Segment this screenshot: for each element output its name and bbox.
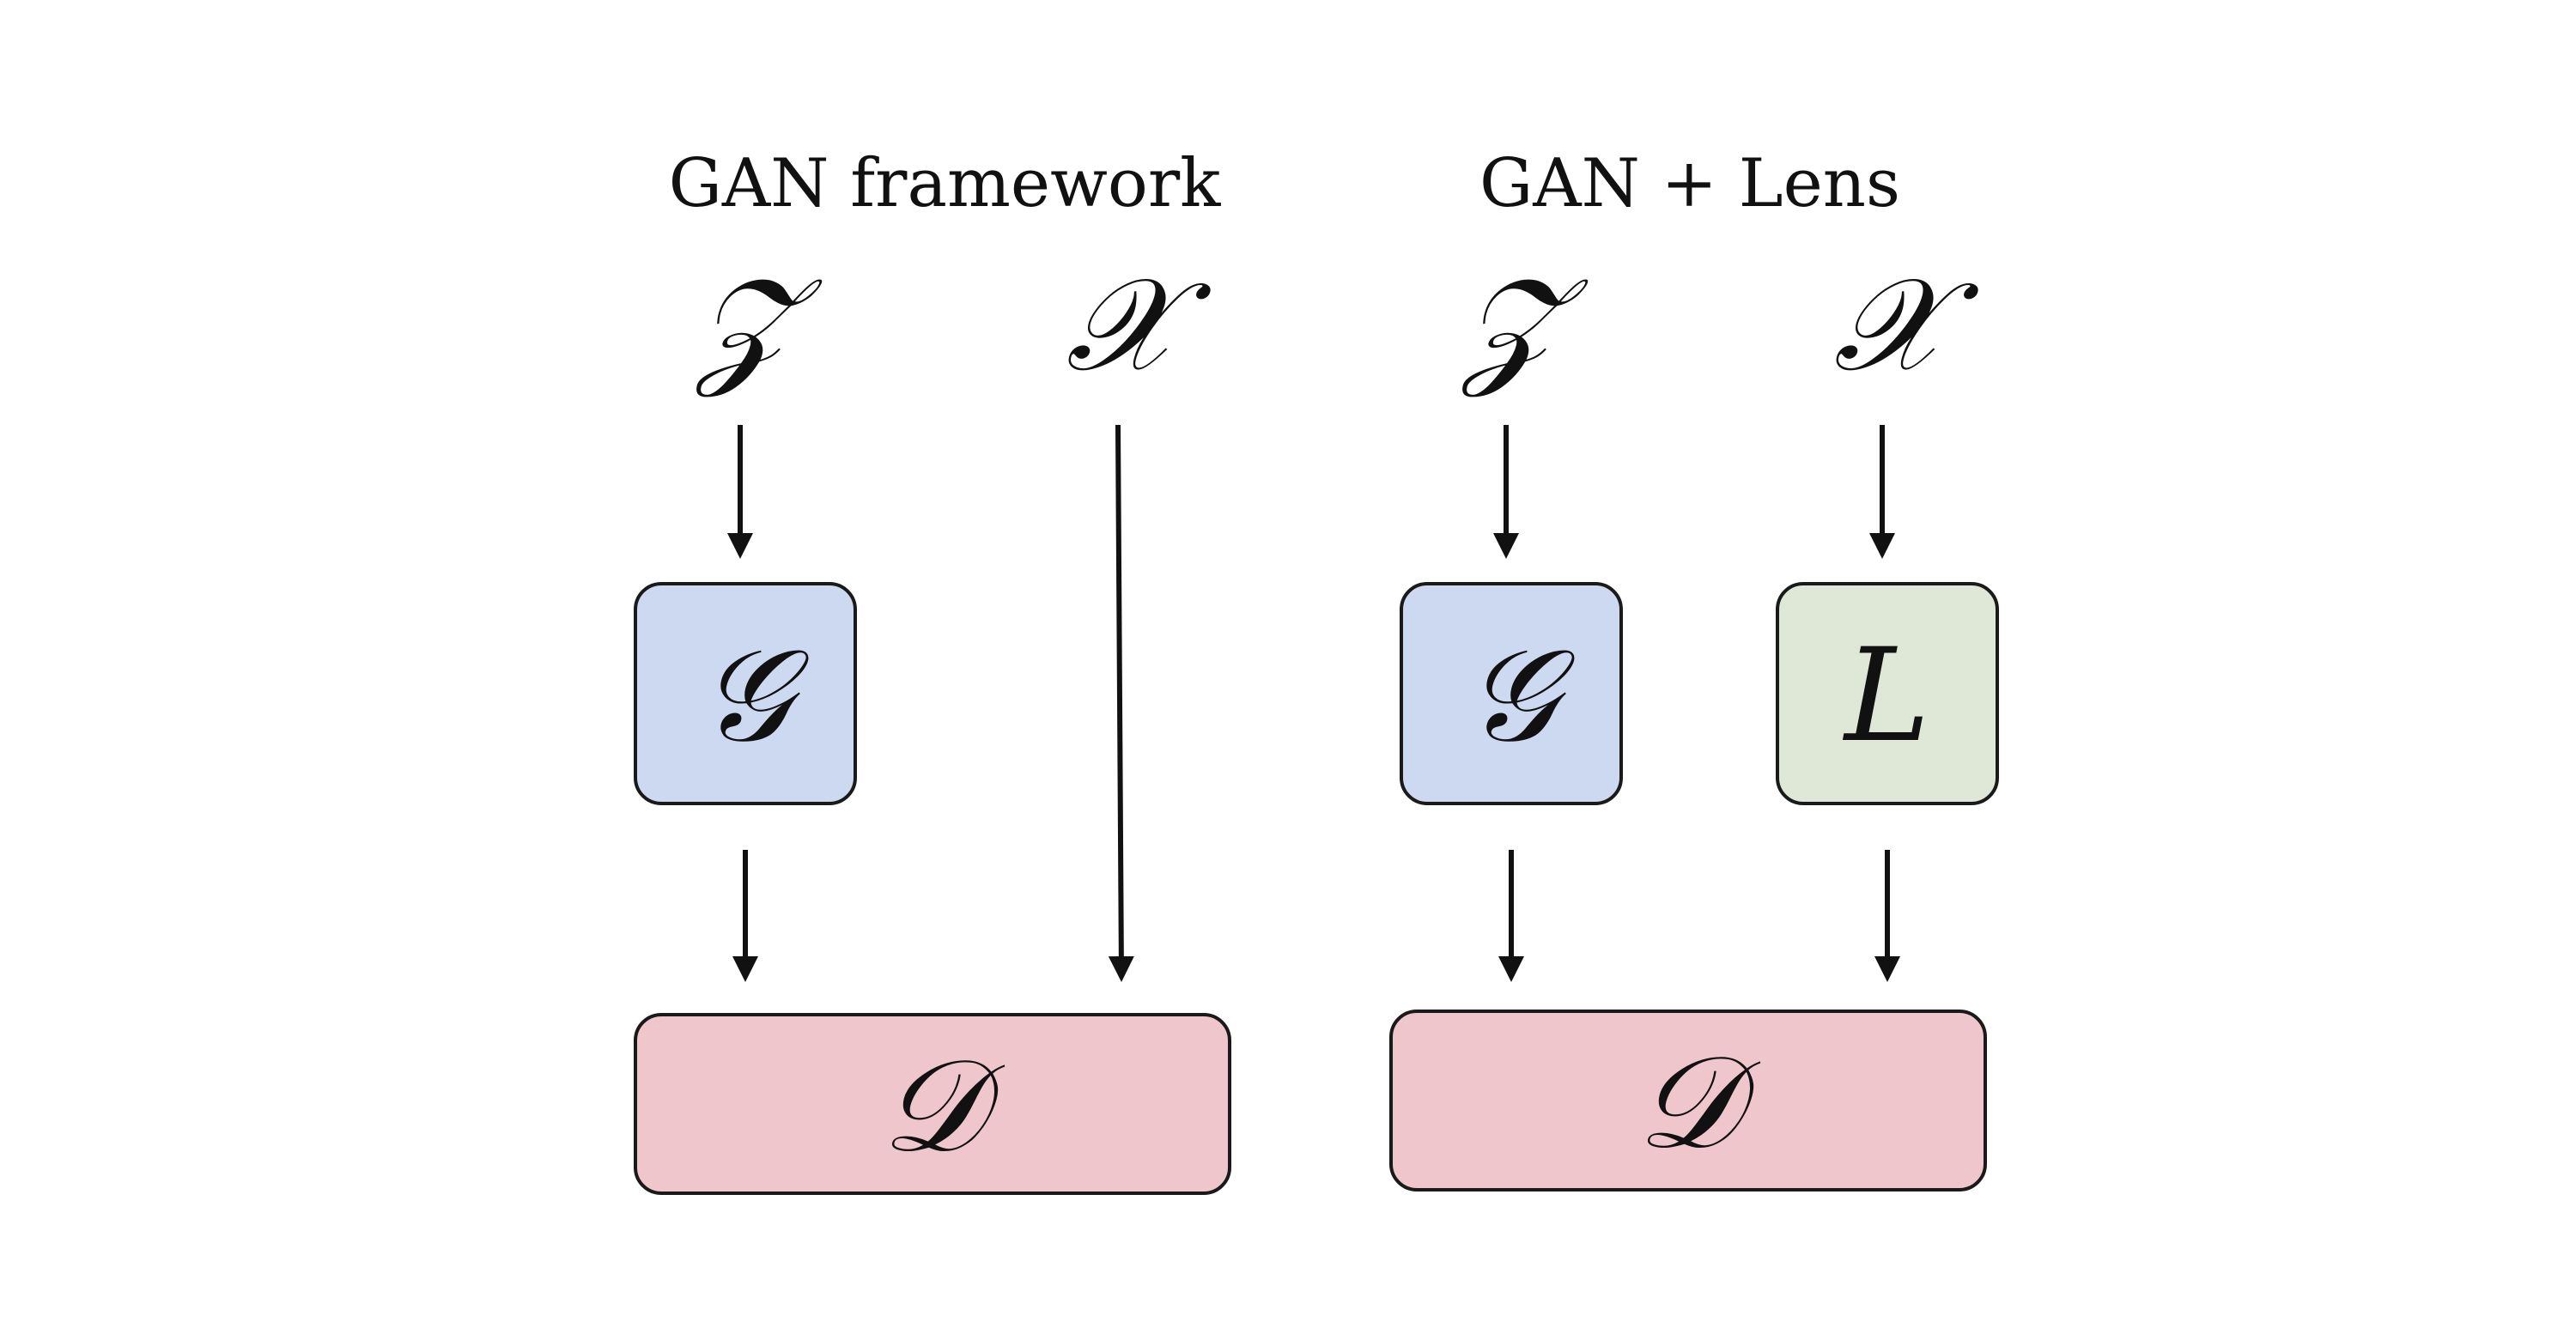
panel-title: GAN framework (669, 145, 1221, 222)
panel-title: GAN + Lens (1479, 145, 1900, 222)
discriminator-box: 𝒟 (1389, 1010, 1987, 1192)
discriminator-box-shape (634, 1013, 1231, 1195)
generator-box: 𝒢 (1400, 582, 1623, 805)
panel-gan-framework: GAN framework 𝒵 𝒳 𝒢 𝒟 (634, 145, 1231, 1195)
generator-label: 𝒢 (700, 622, 810, 771)
lens-box: L (1776, 582, 1999, 805)
arrow-x-to-discriminator (1108, 424, 1134, 982)
latent-space-z-label: 𝒵 (1460, 251, 1589, 400)
generator-box-shape (1400, 582, 1623, 805)
generator-label: 𝒢 (1466, 622, 1576, 771)
generator-box: 𝒢 (634, 582, 857, 805)
panel-gan-lens: GAN + Lens 𝒵 𝒳 𝒢 L 𝒟 (1389, 145, 1999, 1192)
data-space-x-label: 𝒳 (1066, 251, 1211, 400)
discriminator-box: 𝒟 (634, 1013, 1231, 1195)
discriminator-box-shape (1389, 1010, 1987, 1192)
generator-box-shape (634, 582, 857, 805)
data-space-x-label: 𝒳 (1833, 251, 1978, 400)
lens-label: L (1842, 622, 1930, 771)
lens-box-shape (1776, 582, 1999, 805)
latent-space-z-label: 𝒵 (694, 251, 823, 400)
